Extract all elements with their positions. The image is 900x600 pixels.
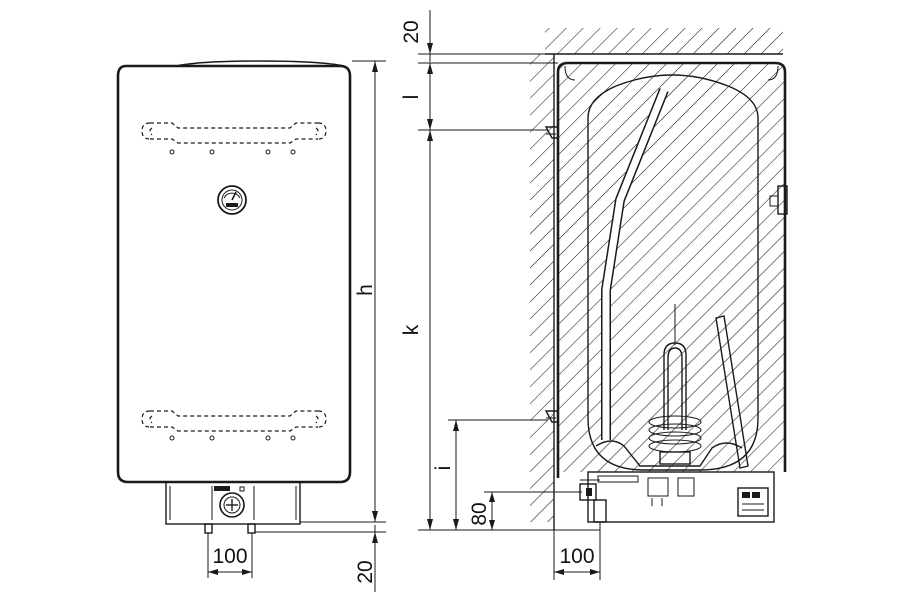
- front-dimensions: h 20 100: [207, 60, 386, 592]
- wall-brackets: [544, 126, 559, 423]
- dim-side-100-label: 100: [559, 545, 594, 568]
- front-pipe-stubs: [204, 523, 256, 534]
- side-dimensions: 20 l k i 80 100: [400, 10, 601, 580]
- side-section-view: [530, 28, 788, 530]
- side-thermometer-sleeve: [769, 185, 788, 215]
- dim-bottom-gap-label: 20: [354, 560, 377, 583]
- front-view: [116, 60, 352, 534]
- front-top-cap: [175, 60, 345, 67]
- thermometer-gauge-icon: [217, 185, 247, 215]
- tank-flange: [595, 440, 743, 467]
- dim-i-label: i: [432, 466, 455, 471]
- dim-k-label: k: [400, 324, 423, 335]
- dim-h-label: h: [354, 284, 377, 296]
- lower-mounting-bracket: [141, 410, 327, 441]
- dim-front-100-label: 100: [212, 545, 247, 568]
- insulation-layer: [558, 63, 785, 472]
- heating-element: [648, 304, 702, 465]
- wall-hatch: [530, 54, 554, 522]
- upper-mounting-bracket: [141, 122, 327, 155]
- ceiling-hatch: [545, 28, 783, 54]
- dim-top-gap-label: 20: [400, 20, 423, 43]
- bottom-control-cover: [165, 481, 301, 525]
- temperature-knob-icon: [219, 492, 245, 518]
- bottom-control-compartment: [579, 471, 775, 523]
- dim-l-label: l: [400, 95, 423, 100]
- dim-80-label: 80: [468, 502, 491, 525]
- front-body: [116, 64, 352, 484]
- anode-rod: [715, 315, 749, 469]
